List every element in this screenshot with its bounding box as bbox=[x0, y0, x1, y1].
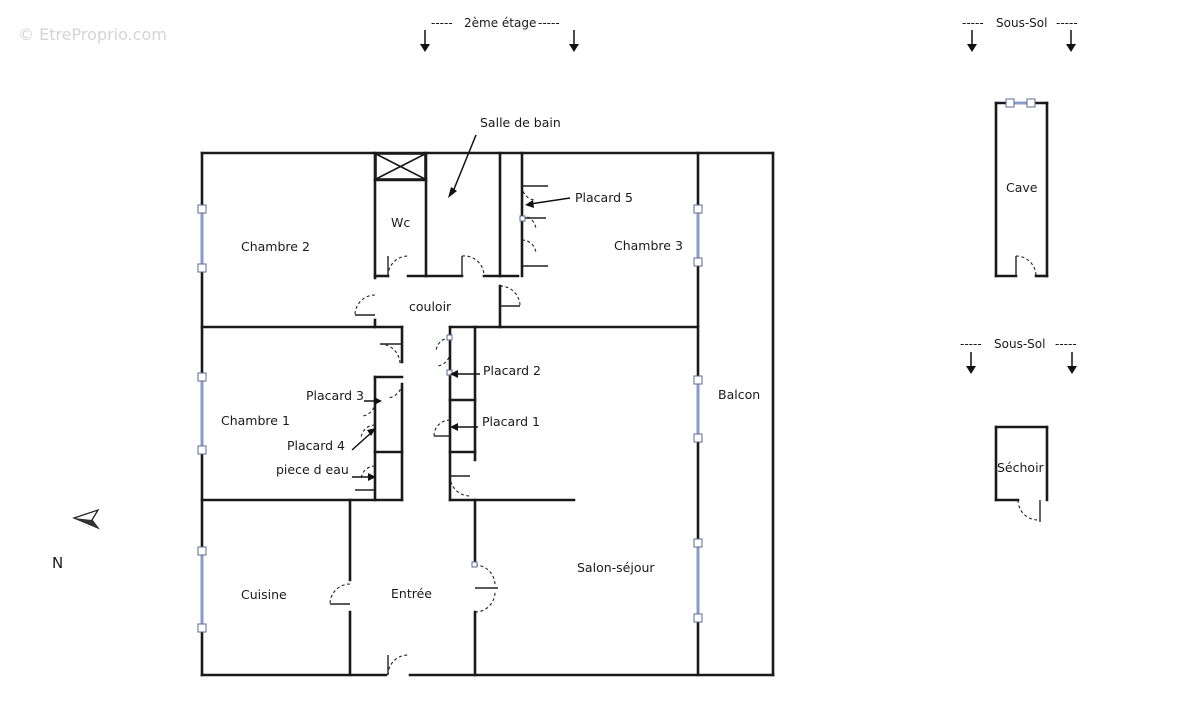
label-placard-3: Placard 3 bbox=[306, 388, 364, 403]
label-couloir: couloir bbox=[409, 299, 452, 314]
down-arrow-icon bbox=[1066, 30, 1076, 52]
svg-text:-----: ----- bbox=[431, 16, 453, 30]
floor-header: ----- 2ème étage ----- bbox=[420, 16, 579, 52]
watermark: © EtreProprio.com bbox=[18, 25, 167, 44]
label-piece-d-eau: piece d eau bbox=[276, 462, 349, 477]
label-sechoir: Séchoir bbox=[997, 460, 1045, 475]
sechoir-plan: Séchoir bbox=[994, 425, 1049, 522]
svg-text:-----: ----- bbox=[538, 16, 560, 30]
north-arrow-icon bbox=[72, 508, 100, 530]
ventilation-shaft bbox=[375, 153, 426, 180]
label-chambre-1: Chambre 1 bbox=[221, 413, 290, 428]
basement-title-1: Sous-Sol bbox=[996, 16, 1047, 30]
down-arrow-icon bbox=[420, 30, 430, 52]
windows bbox=[197, 204, 703, 633]
down-arrow-icon bbox=[967, 30, 977, 52]
label-salle-de-bain: Salle de bain bbox=[480, 115, 561, 130]
svg-text:-----: ----- bbox=[1056, 16, 1078, 30]
down-arrow-icon bbox=[1067, 352, 1077, 374]
basement-header-1: ----- Sous-Sol ----- bbox=[962, 16, 1078, 52]
label-placard-1: Placard 1 bbox=[482, 414, 540, 429]
label-chambre-2: Chambre 2 bbox=[241, 239, 310, 254]
svg-text:-----: ----- bbox=[1055, 337, 1077, 351]
label-balcon: Balcon bbox=[718, 387, 760, 402]
down-arrow-icon bbox=[966, 352, 976, 374]
basement-header-2: ----- Sous-Sol ----- bbox=[960, 337, 1077, 374]
annotation-arrows bbox=[351, 134, 571, 481]
label-entree: Entrée bbox=[391, 586, 432, 601]
svg-text:-----: ----- bbox=[962, 16, 984, 30]
svg-text:-----: ----- bbox=[960, 337, 982, 351]
cave-plan: Cave bbox=[994, 98, 1049, 278]
doors bbox=[329, 185, 548, 676]
floor-title: 2ème étage bbox=[464, 16, 536, 30]
north-label: N bbox=[52, 554, 63, 572]
label-cave: Cave bbox=[1006, 180, 1038, 195]
label-placard-2: Placard 2 bbox=[483, 363, 541, 378]
label-placard-5: Placard 5 bbox=[575, 190, 633, 205]
label-chambre-3: Chambre 3 bbox=[614, 238, 683, 253]
label-salon-sejour: Salon-séjour bbox=[577, 560, 655, 575]
label-wc: Wc bbox=[391, 215, 410, 230]
label-placard-4: Placard 4 bbox=[287, 438, 345, 453]
down-arrow-icon bbox=[569, 30, 579, 52]
compass: N bbox=[52, 508, 100, 572]
label-cuisine: Cuisine bbox=[241, 587, 287, 602]
room-labels: Chambre 2 Wc Salle de bain Placard 5 Cha… bbox=[221, 115, 760, 602]
basement-title-2: Sous-Sol bbox=[994, 337, 1045, 351]
